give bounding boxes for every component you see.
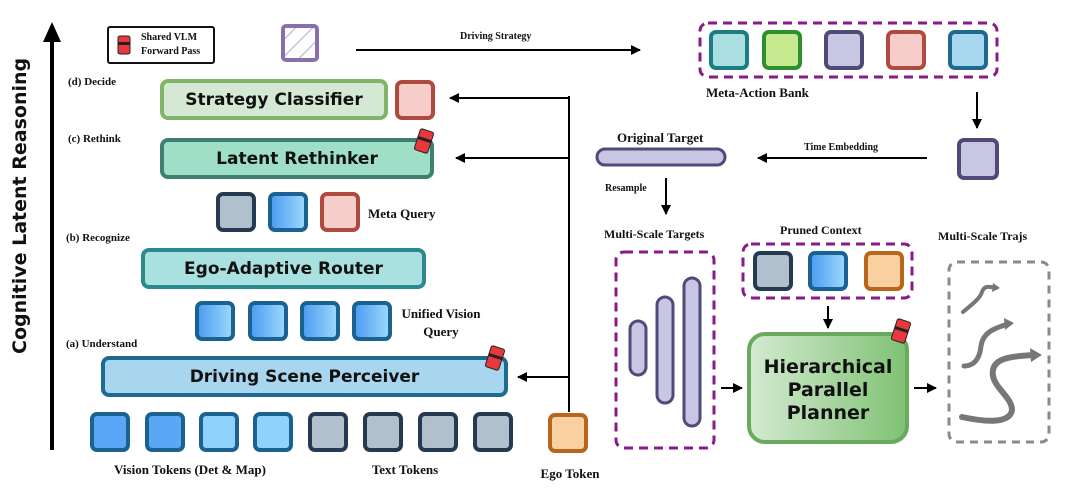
vision-query-token — [300, 301, 340, 341]
strategy-classifier-block: Strategy Classifier — [160, 79, 388, 120]
vision-token-map — [253, 412, 293, 452]
ego-adaptive-router-block: Ego-Adaptive Router — [141, 248, 426, 289]
ego-token-label: Ego Token — [540, 466, 600, 481]
planner-label-line2: Parallel — [787, 379, 869, 401]
ego-feedback-bus — [449, 93, 570, 412]
legend-label-line1: Shared VLM — [141, 32, 198, 43]
time-embedding-label: Time Embedding — [804, 142, 878, 153]
cola-can-icon — [117, 35, 131, 55]
planner-label: Hierarchical Parallel Planner — [749, 356, 907, 425]
meta-action-token-purple — [824, 30, 864, 70]
target-bar-long — [682, 276, 702, 428]
text-tokens-label: Text Tokens — [371, 462, 439, 477]
legend-box: Shared VLM Forward Pass — [107, 26, 215, 64]
original-target-label: Original Target — [617, 130, 704, 145]
reasoning-axis-arrow — [43, 22, 61, 450]
planner-label-line1: Hierarchical — [763, 356, 893, 378]
meta-action-token-green — [762, 30, 802, 70]
strategy-output-token — [395, 80, 435, 120]
unified-vision-query-label-line1: Unified Vision — [401, 306, 481, 321]
vision-tokens-label: Vision Tokens (Det & Map) — [114, 462, 266, 477]
meta-action-token-red — [886, 30, 926, 70]
meta-action-token-sky — [948, 30, 988, 70]
text-token — [473, 412, 513, 452]
multi-scale-targets-label: Multi-Scale Targets — [604, 227, 705, 241]
hierarchical-parallel-planner-block — [747, 332, 909, 444]
trajectory-medium — [961, 321, 1011, 369]
latent-rethinker-block: Latent Rethinker — [160, 138, 434, 179]
meta-action-token-teal — [709, 30, 749, 70]
stage-label-recognize: (b) Recognize — [66, 232, 130, 244]
meta-action-bank-label: Meta-Action Bank — [706, 85, 809, 100]
stage-label-decide: (d) Decide — [68, 76, 116, 88]
text-token — [363, 412, 403, 452]
stage-label-rethink: (c) Rethink — [68, 133, 121, 145]
legend-label-line2: Forward Pass — [141, 46, 201, 57]
vision-token-map — [199, 412, 239, 452]
meta-query-token-blue — [268, 192, 308, 232]
vision-token-det — [90, 412, 130, 452]
driving-strategy-label: Driving Strategy — [460, 31, 532, 42]
selected-action-token — [957, 138, 999, 180]
planner-label-line3: Planner — [786, 402, 870, 424]
vision-query-token — [352, 301, 392, 341]
vision-query-token — [195, 301, 235, 341]
cola-can-icon — [890, 318, 912, 344]
vision-token-det — [145, 412, 185, 452]
meta-query-token-gray — [216, 192, 256, 232]
unified-vision-query-label-line2: Query — [423, 324, 459, 339]
text-token — [308, 412, 348, 452]
target-bar-medium — [655, 295, 675, 405]
meta-query-label: Meta Query — [368, 206, 436, 221]
meta-action-bank-frame — [698, 21, 999, 79]
meta-query-token-red — [320, 192, 360, 232]
multi-scale-targets-frame — [614, 250, 716, 450]
axis-label: Cognitive Latent Reasoning — [9, 57, 31, 354]
multi-scale-trajs-label: Multi-Scale Trajs — [938, 229, 1028, 243]
trajectory-long — [959, 352, 1038, 424]
trajectory-short — [961, 284, 998, 314]
driving-scene-perceiver-block: Driving Scene Perceiver — [101, 356, 508, 397]
pruned-context-token-gray — [753, 251, 793, 291]
cola-can-icon — [484, 345, 506, 371]
target-bar-short — [628, 319, 648, 377]
pruned-context-frame — [741, 242, 914, 300]
pruned-context-token-blue — [808, 251, 848, 291]
ego-token — [548, 413, 588, 453]
pruned-context-token-orange — [864, 251, 904, 291]
text-token — [418, 412, 458, 452]
stage-label-understand: (a) Understand — [66, 338, 138, 350]
strategy-token — [281, 24, 319, 62]
pruned-context-label: Pruned Context — [780, 223, 862, 237]
multi-scale-trajs-frame — [947, 260, 1051, 444]
trajectory-arrows — [959, 283, 1042, 424]
cola-can-icon — [413, 128, 435, 154]
vision-query-token — [248, 301, 288, 341]
resample-label: Resample — [605, 183, 647, 194]
original-target-bar — [595, 147, 727, 167]
